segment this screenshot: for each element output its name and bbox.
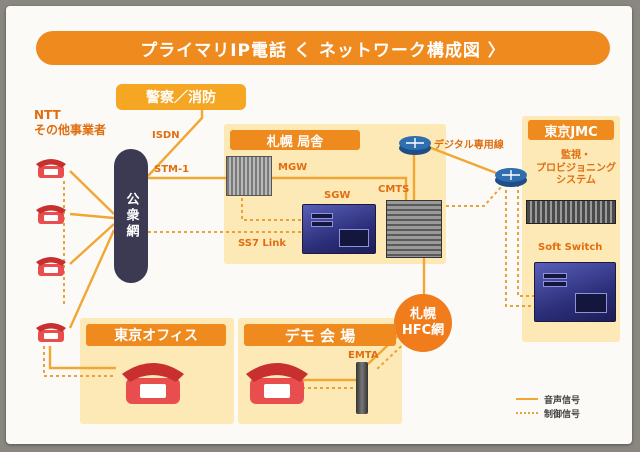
sgw-label: SGW [324, 190, 351, 201]
page-title: プライマリIP電話 く ネットワーク構成図 〉 [36, 31, 610, 65]
soft-switch-label: Soft Switch [538, 242, 603, 253]
telephone-icon [246, 363, 308, 404]
voice-line-phone-4 [68, 229, 116, 329]
tokyo-jmc-label: 東京JMC [544, 124, 598, 140]
cmts-control-line [446, 185, 503, 207]
voice-line-phone-1 [69, 170, 115, 215]
sapporo-office-tab: 札幌 局舎 [230, 130, 360, 150]
tokyo-office-tab: 東京オフィス [86, 324, 226, 346]
router-jmc-line-2 [505, 184, 534, 307]
soft-switch-server [534, 262, 616, 322]
cmts-device [386, 200, 442, 258]
diagram-board: プライマリIP電話 く ネットワーク構成図 〉 NTT その他事業者 警察／消防… [6, 6, 632, 444]
sapporo-office-label: 札幌 局舎 [266, 134, 324, 150]
telephone-icon [36, 323, 66, 342]
monitoring-device [526, 200, 616, 224]
police-fire-box: 警察／消防 [116, 84, 246, 110]
hfc-network: 札幌 HFC網 [394, 294, 452, 352]
ntt-label: NTT その他事業者 [34, 108, 107, 137]
mgw-cmts-line [268, 176, 408, 200]
telephone-icon [36, 257, 66, 276]
legend: 音声信号 制御信号 [516, 392, 616, 420]
pstn-box: 公衆網 [114, 149, 148, 283]
legend-control-swatch [516, 412, 538, 414]
tokyo-office-control [43, 346, 116, 377]
voice-line-phone-2 [69, 212, 115, 220]
cmts-label: CMTS [378, 184, 410, 195]
legend-voice-label: 音声信号 [544, 395, 581, 406]
mgw-sgw-control-line [241, 192, 304, 221]
tokyo-office-label: 東京オフィス [114, 328, 198, 344]
telephone-icon [122, 363, 184, 404]
isdn-label: ISDN [152, 130, 180, 141]
monitoring-label: 監視・ プロビジョニング システム [536, 150, 616, 186]
pstn-label: 公衆網 [123, 192, 139, 240]
voice-line-phone-3 [69, 223, 115, 265]
tokyo-office-line [48, 346, 116, 370]
stm1-label: STM-1 [154, 164, 190, 175]
tokyo-jmc-tab: 東京JMC [528, 120, 614, 140]
router-icon [495, 168, 527, 187]
connection-lines [43, 104, 534, 389]
legend-control-label: 制御信号 [544, 409, 581, 420]
ss7-label: SS7 Link [238, 238, 286, 249]
legend-control: 制御信号 [516, 406, 616, 420]
digital-line-label: デジタル専用線 [434, 140, 504, 151]
mgw-label: MGW [278, 162, 308, 173]
legend-voice: 音声信号 [516, 392, 616, 406]
telephone-icon [36, 205, 66, 224]
police-fire-label: 警察／消防 [146, 90, 216, 106]
demo-venue-label: デモ 会 場 [284, 326, 356, 345]
demo-venue-tab: デモ 会 場 [244, 324, 396, 346]
legend-voice-swatch [516, 398, 538, 400]
mgw-device [226, 156, 272, 196]
router-jmc-line [517, 184, 534, 297]
telephone-icon [36, 159, 66, 178]
router-icon [399, 136, 431, 155]
sgw-server [302, 204, 376, 254]
emta-device [356, 362, 368, 414]
emta-label: EMTA [348, 350, 379, 361]
hfc-label: 札幌 HFC網 [401, 306, 445, 338]
digital-line [425, 144, 505, 178]
